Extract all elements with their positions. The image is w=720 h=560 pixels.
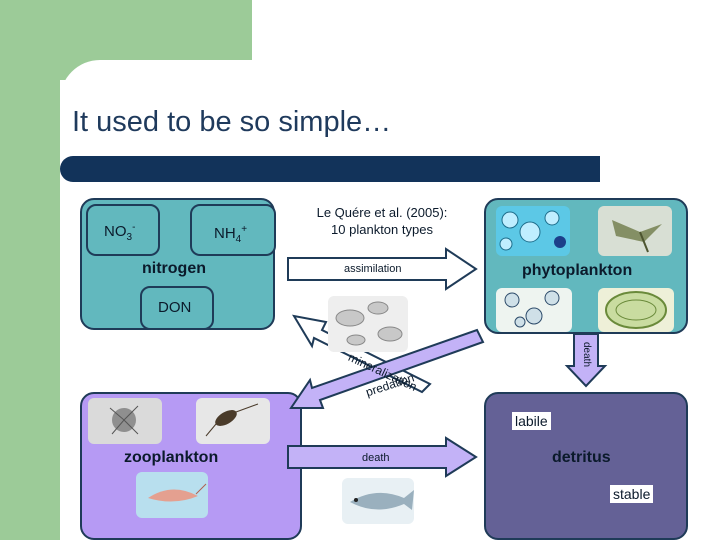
bacteria-photo-icon <box>328 296 408 352</box>
coccolithophore-photo-icon <box>496 288 572 332</box>
nh4-box <box>190 204 276 256</box>
diatom-photo-icon <box>496 206 570 256</box>
nitrogen-label: nitrogen <box>142 260 206 277</box>
reference-line-2: 10 plankton types <box>331 222 433 237</box>
slide-title: It used to be so simple… <box>72 106 392 138</box>
flow-arrows <box>88 206 674 524</box>
krill-photo-icon <box>136 472 208 518</box>
don-label: DON <box>158 299 192 316</box>
no3-label: NO3- <box>104 222 136 243</box>
phytoplankton-label: phytoplankton <box>522 262 633 279</box>
predation-arrow <box>289 328 485 409</box>
assimilation-arrow <box>287 247 478 291</box>
no3-box <box>86 204 160 256</box>
title-bar <box>60 156 600 182</box>
dinoflagellate-photo-icon <box>598 206 672 256</box>
death-label-vertical: death <box>581 342 592 368</box>
assimilation-label: assimilation <box>344 263 402 275</box>
background-frame-left <box>0 0 60 540</box>
ciliate-photo-icon <box>88 398 162 444</box>
detritus-label: detritus <box>552 449 611 466</box>
nh4-label: NH4+ <box>214 224 248 245</box>
death-arrow-vertical <box>564 333 608 388</box>
zooplankton-label: zooplankton <box>124 449 219 466</box>
death-arrow <box>287 436 478 478</box>
labile-label: labile <box>512 412 551 430</box>
death-label: death <box>362 452 390 464</box>
don-box <box>140 286 214 330</box>
stable-label: stable <box>610 485 654 503</box>
copepod-photo-icon <box>196 398 270 444</box>
green-algae-photo-icon <box>598 288 674 332</box>
fish-photo-icon <box>342 478 414 524</box>
reference-line-1: Le Quére et al. (2005): <box>316 205 448 220</box>
